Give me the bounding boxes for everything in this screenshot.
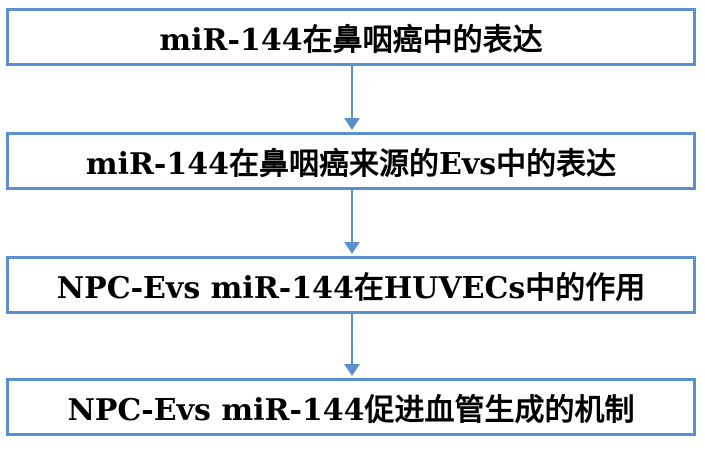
step-box-2: miR-144在鼻咽癌来源的Evs中的表达 [6,132,696,190]
arrow-down-icon [344,190,360,254]
arrow-down-icon [344,314,360,376]
step-box-3: NPC-Evs miR-144在HUVECs中的作用 [6,256,696,314]
step-box-4: NPC-Evs miR-144促进血管生成的机制 [6,378,696,436]
step-label-1: miR-144在鼻咽癌中的表达 [159,23,543,58]
step-box-1: miR-144在鼻咽癌中的表达 [6,8,696,66]
step-label-3: NPC-Evs miR-144在HUVECs中的作用 [56,271,646,306]
arrow-down-icon [344,66,360,130]
step-label-4: NPC-Evs miR-144促进血管生成的机制 [67,393,635,428]
step-label-2: miR-144在鼻咽癌来源的Evs中的表达 [85,147,617,182]
